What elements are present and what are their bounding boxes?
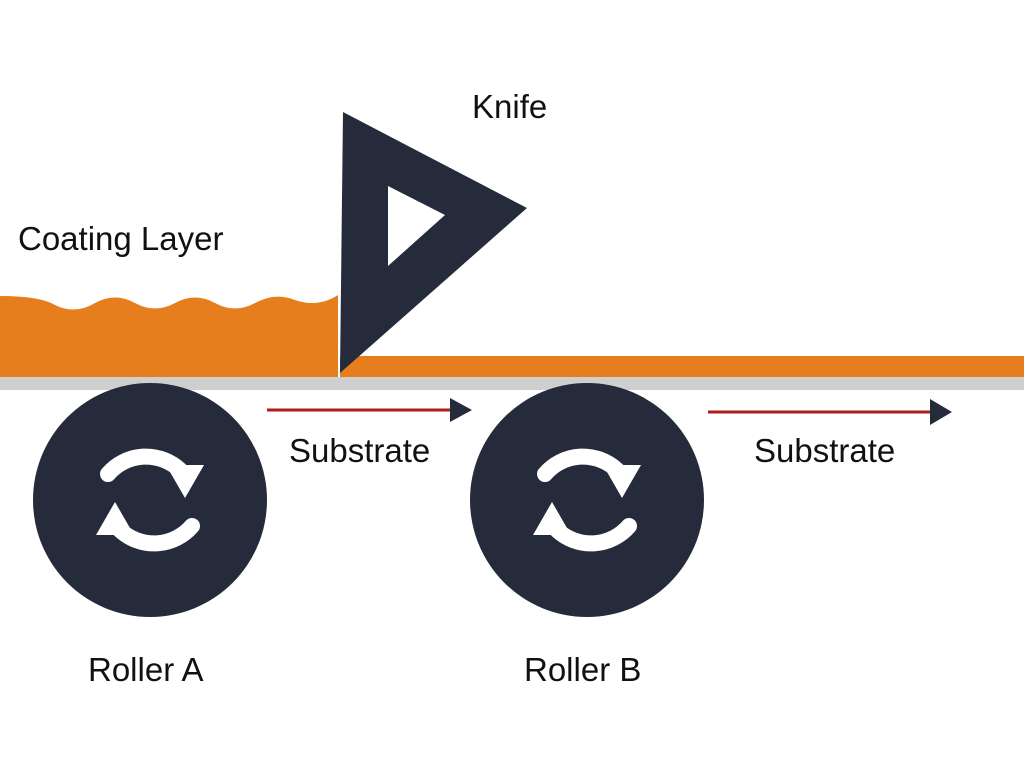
roller-b — [470, 383, 704, 617]
substrate-arrow-2 — [708, 399, 952, 425]
knife-label: Knife — [472, 88, 547, 125]
substrate-arrow-1 — [267, 398, 472, 422]
substrate-belt — [0, 377, 1024, 390]
roller-b-label: Roller B — [524, 651, 641, 688]
coating-layer-flat — [340, 356, 1024, 377]
coating-layer-label: Coating Layer — [18, 220, 223, 257]
roller-a-label: Roller A — [88, 651, 204, 688]
coating-layer-wavy — [0, 295, 338, 377]
roller-a — [33, 383, 267, 617]
knife-icon — [340, 112, 527, 373]
substrate-label-1: Substrate — [289, 432, 430, 469]
substrate-label-2: Substrate — [754, 432, 895, 469]
